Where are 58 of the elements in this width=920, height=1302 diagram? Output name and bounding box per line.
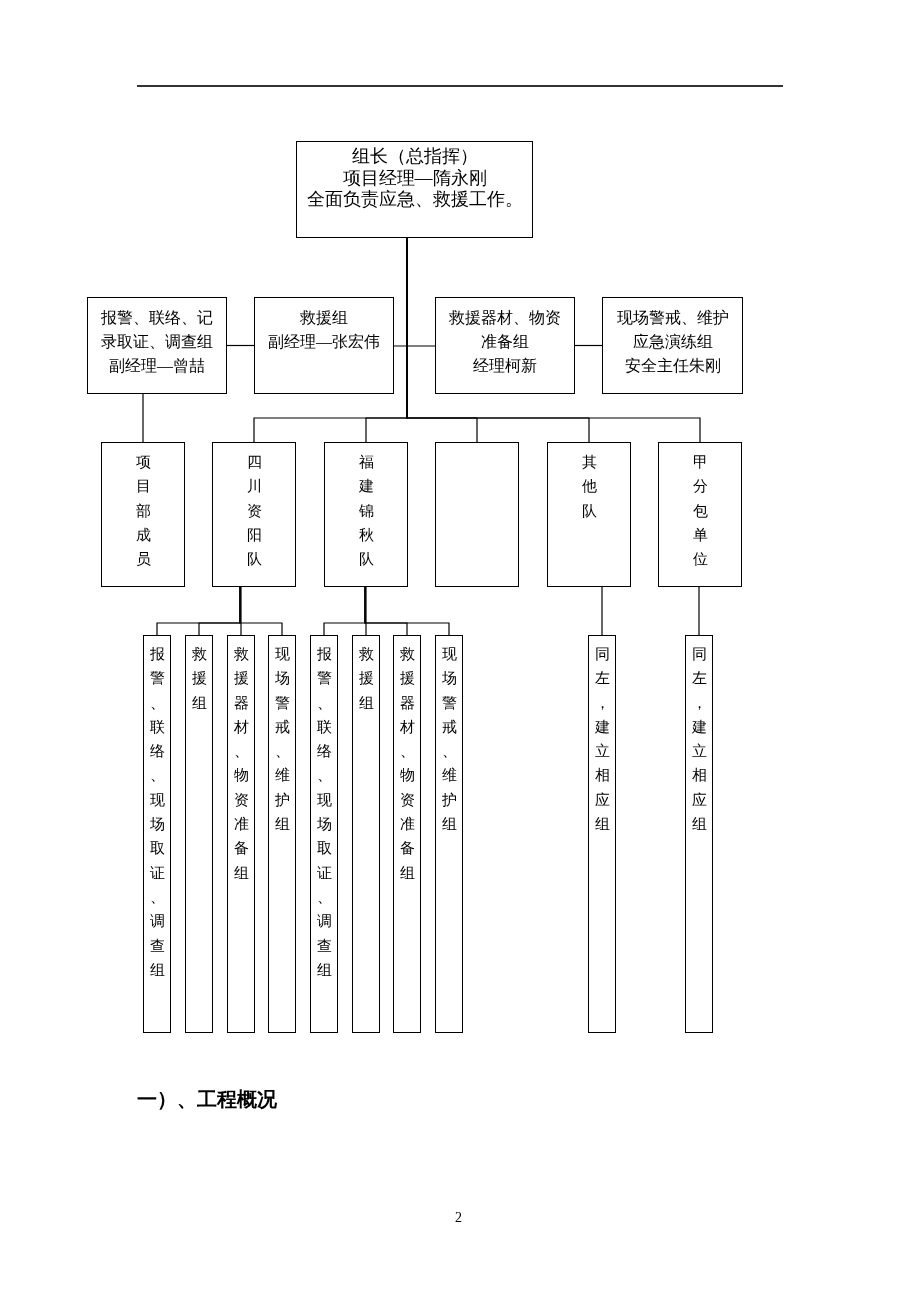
group-name: 救援组 [300,308,348,328]
connector-line [365,586,367,636]
team-name: 甲分包单位 [692,453,708,570]
leader-name: 副经理—曾喆 [109,356,205,376]
group-name: 救援器材、物资准备组 [448,308,562,352]
subgroup-box [352,635,380,1033]
empty-box [435,442,519,587]
subgroup-name: 现场警戒、维护组 [441,645,457,835]
subgroup-name: 救援器材、物资准备组 [399,645,415,883]
subgroup-box [435,635,463,1033]
group-box [254,297,394,394]
subgroup-name: 救援组 [358,645,374,713]
page-number: 2 [455,1209,462,1227]
team-name: 项目部成员 [135,453,151,570]
group-box [435,297,575,394]
subgroup-box [310,635,338,1033]
subgroup-box [685,635,713,1033]
connector-line [601,586,603,636]
connector-line [364,586,450,636]
group-name: 现场警戒、维护应急演练组 [615,308,730,352]
connector-line [142,393,144,443]
subgroup-box [185,635,213,1033]
leader-name: 经理柯新 [473,356,537,376]
team-box [101,442,185,587]
leader-name: 项目经理—隋永刚 [342,167,487,190]
duty-text: 全面负责应急、救援工作。 [306,189,523,211]
team-box [324,442,408,587]
subgroup-name: 报警、联络、现场取证、调查组 [316,645,332,980]
team-box [547,442,631,587]
team-name: 其他队 [581,453,597,521]
connector-line [239,586,283,636]
section-heading: 一）、工程概况 [137,1086,277,1113]
connector-line [226,344,255,347]
subgroup-name: 救援组 [191,645,207,713]
team-box [658,442,742,587]
connector-line [698,586,700,636]
team-box [212,442,296,587]
subgroup-name: 现场警戒、维护组 [274,645,290,835]
subgroup-name: 同左，建立相应组 [691,645,707,835]
subgroup-name: 同左，建立相应组 [594,645,610,835]
group-box [602,297,743,394]
subgroup-name: 报警、联络、现场取证、调查组 [149,645,165,980]
connector-line [574,344,603,347]
subgroup-box [588,635,616,1033]
role-title: 组长（总指挥） [351,146,478,168]
leader-box [296,141,533,238]
team-name: 四川资阳队 [246,453,262,570]
connector-line [240,586,242,636]
group-name: 报警、联络、记录取证、调查组 [100,308,214,352]
team-name: 福建锦秋队 [358,453,374,570]
subgroup-box [268,635,296,1033]
group-box [87,297,227,394]
subgroup-box [227,635,255,1033]
subgroup-box [393,635,421,1033]
leader-name: 副经理—张宏伟 [268,332,380,352]
subgroup-box [143,635,171,1033]
leader-name: 安全主任朱刚 [624,356,721,376]
subgroup-name: 救援器材、物资准备组 [233,645,249,883]
